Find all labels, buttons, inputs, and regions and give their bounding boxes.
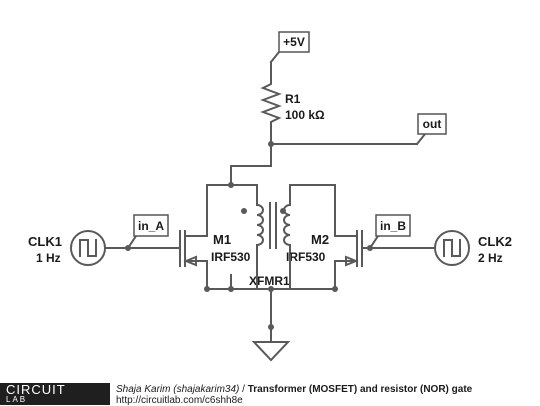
out-flag-label: out [423, 117, 442, 131]
logo-text-top: CIRCUIT [6, 382, 66, 397]
credit-separator: / [239, 384, 248, 395]
logo-text-bottom: LAB [6, 395, 28, 404]
circuit-url[interactable]: http://circuitlab.com/c6shh8e [116, 395, 243, 406]
m1-label: M1 [213, 232, 231, 247]
r1-value: 100 kΩ [285, 108, 325, 122]
m2-drain-wire [289, 184, 336, 230]
clk1-label: CLK1 [28, 234, 62, 249]
xfmr-label: XFMR1 [249, 274, 290, 288]
m2-part: IRF530 [286, 250, 326, 264]
credit-line: Shaja Karim (shajakarim34) / Transformer… [116, 384, 472, 395]
vcc-flag-label: +5V [283, 35, 305, 49]
out-junction [268, 141, 274, 147]
author-name: Shaja Karim (shajakarim34) [116, 384, 240, 395]
in-b-label: in_B [380, 219, 406, 233]
r1-resistor[interactable] [260, 77, 282, 127]
node-wire [230, 165, 272, 187]
clk1-freq: 1 Hz [36, 251, 61, 265]
out-flag[interactable]: out [415, 113, 447, 146]
clk2-label: CLK2 [478, 234, 512, 249]
m2-mosfet[interactable] [334, 228, 415, 290]
m1-drain-wire [206, 184, 232, 230]
footer: CIRCUIT LAB Shaja Karim (shajakarim34) /… [0, 383, 540, 406]
m1-part: IRF530 [211, 250, 251, 264]
in-b-flag[interactable]: in_B [367, 214, 411, 251]
circuitlab-logo[interactable]: CIRCUIT LAB [0, 383, 110, 405]
rail-junction-right [332, 286, 338, 292]
m2-label: M2 [311, 232, 329, 247]
clk1-source[interactable] [70, 230, 106, 266]
clk2-source[interactable] [434, 230, 470, 266]
xfmr-pri-top-wire [230, 184, 258, 206]
in-a-flag[interactable]: in_A [125, 214, 169, 251]
m1-mosfet[interactable] [127, 228, 208, 290]
in-a-label: in_A [138, 219, 164, 233]
xfmr1-transformer[interactable] [241, 202, 292, 249]
ground-symbol[interactable] [251, 288, 291, 362]
vcc-flag[interactable]: +5V [269, 31, 310, 64]
rail-junction-left [204, 286, 210, 292]
clk2-freq: 2 Hz [478, 251, 503, 265]
circuit-title: Transformer (MOSFET) and resistor (NOR) … [247, 384, 473, 395]
r1-label: R1 [285, 92, 301, 106]
